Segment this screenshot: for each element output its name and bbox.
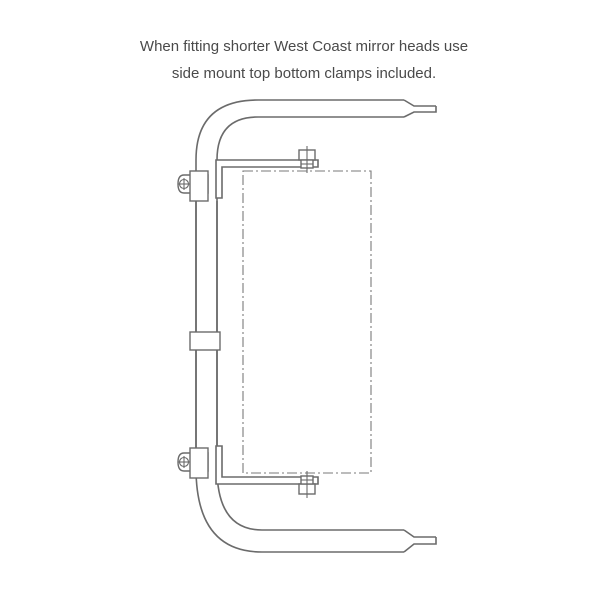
top-bracket — [215, 146, 319, 199]
caption: When fitting shorter West Coast mirror h… — [0, 33, 608, 87]
caption-line-2: side mount top bottom clamps included. — [171, 65, 437, 82]
bottom-bracket — [215, 445, 319, 498]
top-swivel-clamp — [177, 170, 209, 202]
mirror-head-outline — [242, 170, 372, 474]
middle-clamp — [189, 331, 221, 351]
bottom-swivel-clamp — [177, 447, 209, 479]
caption-line-1: When fitting shorter West Coast mirror h… — [139, 38, 469, 55]
